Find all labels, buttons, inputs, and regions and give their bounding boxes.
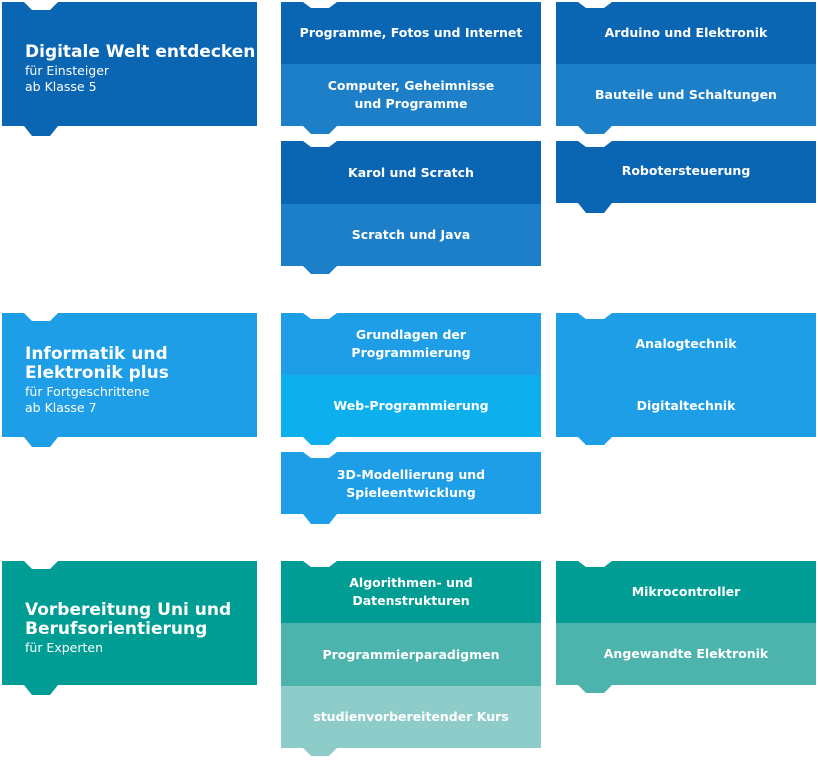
section-title-text: Vorbereitung Uni und — [25, 599, 232, 620]
section-title-text: Berufsorientierung — [25, 618, 208, 639]
course-block[interactable]: Scratch und Java — [281, 204, 541, 274]
course-block[interactable]: Web-Programmierung — [281, 375, 541, 445]
course-block[interactable]: Computer, Geheimnisse und Programme — [281, 64, 541, 134]
course-label: Programmierparadigmen — [322, 646, 500, 662]
course-block[interactable]: Algorithmen- und Datenstrukturen — [281, 561, 541, 623]
course-label: studienvorbereitender Kurs — [313, 709, 509, 724]
course-label: 3D-Modellierung und — [336, 467, 486, 482]
course-label: Mikrocontroller — [631, 584, 741, 599]
course-block[interactable]: Programmierparadigmen — [281, 623, 541, 686]
course-block[interactable]: Mikrocontroller — [556, 561, 816, 623]
course-block[interactable]: Angewandte Elektronik — [556, 623, 816, 693]
section-title-vorbereitung-uni: Vorbereitung Uni und Berufsorientierung … — [2, 561, 257, 695]
course-block[interactable]: Analogtechnik — [556, 313, 816, 375]
course-block[interactable]: 3D-Modellierung und Spieleentwicklung — [281, 452, 541, 524]
course-label: Grundlagen der Programmierung — [351, 327, 471, 360]
course-label: Bauteile und Schaltungen — [595, 87, 777, 102]
course-block[interactable]: Grundlagen der Programmierung — [281, 313, 541, 375]
section-title-text: Elektronik plus — [25, 362, 169, 383]
section-title-text: Digitale Welt entdecken — [25, 42, 256, 62]
section-subtitle: für Fortgeschrittene — [25, 383, 150, 399]
course-label: Angewandte Elektronik — [603, 646, 769, 661]
section-subtitle: für Experten — [25, 639, 104, 655]
section-title-text: Informatik und — [25, 343, 168, 364]
course-block[interactable]: Arduino und Elektronik — [556, 2, 816, 64]
course-block[interactable]: Karol und Scratch — [281, 141, 541, 204]
course-label: und Programme — [354, 96, 468, 111]
section-title-informatik-elektronik: Informatik und Elektronik plus für Fortg… — [2, 313, 257, 447]
course-block[interactable]: Digitaltechnik — [556, 375, 816, 445]
course-block[interactable]: Robotersteuerung — [556, 141, 816, 213]
course-label: Computer, Geheimnisse — [327, 78, 495, 93]
course-label: Arduino und Elektronik — [604, 25, 768, 40]
course-label: Scratch und Java — [351, 227, 471, 242]
course-label: Robotersteuerung — [621, 163, 751, 178]
section-subtitle: für Einsteiger — [25, 63, 110, 78]
course-label: Karol und Scratch — [348, 164, 474, 180]
section-title-digitale-welt: Digitale Welt entdecken für Einsteiger a… — [2, 2, 257, 136]
course-label: Digitaltechnik — [636, 398, 736, 413]
section-subtitle: ab Klasse 5 — [25, 79, 97, 94]
course-block[interactable]: studienvorbereitender Kurs — [281, 686, 541, 756]
course-block[interactable]: Programme, Fotos und Internet — [281, 2, 541, 64]
course-label: Programme, Fotos und Internet — [299, 25, 523, 40]
course-block[interactable]: Bauteile und Schaltungen — [556, 64, 816, 134]
course-label: Algorithmen- und Datenstrukturen — [349, 575, 473, 608]
course-label: Analogtechnik — [635, 336, 737, 351]
section-subtitle: ab Klasse 7 — [25, 399, 97, 415]
course-label: Spieleentwicklung — [346, 485, 476, 500]
course-label: Web-Programmierung — [333, 398, 489, 413]
